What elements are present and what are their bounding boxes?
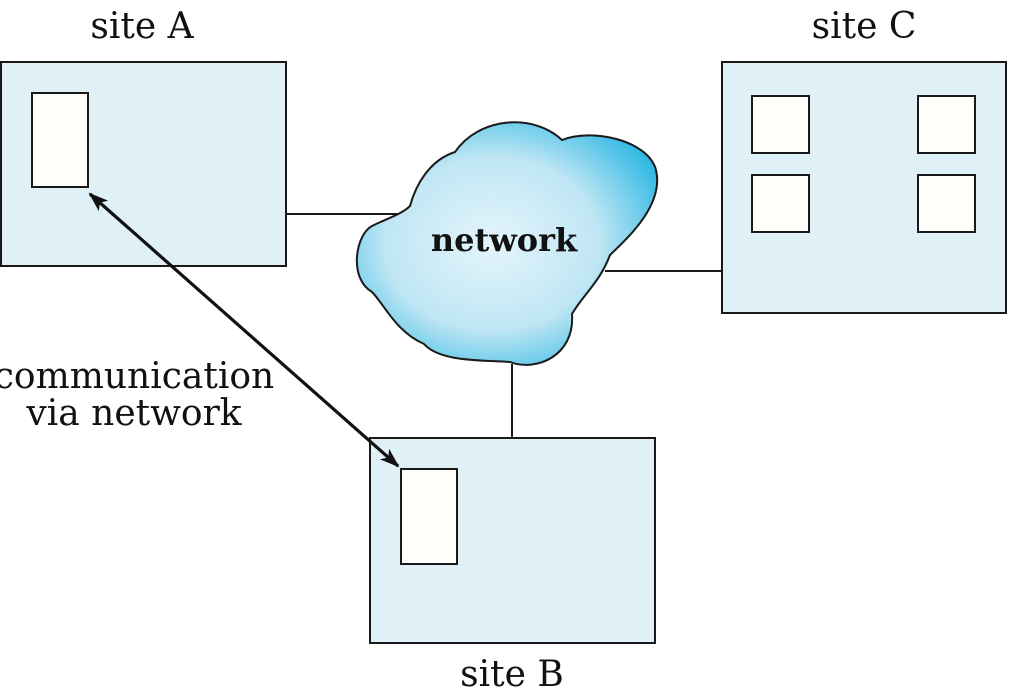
communication-label: communication via network	[0, 356, 274, 434]
site-b: site B	[369, 437, 656, 695]
site-c-label: site C	[812, 6, 917, 47]
site-b-label: site B	[460, 654, 564, 695]
site-c-node	[917, 95, 976, 154]
communication-label-line1: communication	[0, 356, 274, 397]
site-b-node	[400, 468, 458, 565]
site-a: site A	[0, 6, 287, 267]
communication-label-line2: via network	[25, 393, 242, 434]
site-a-label: site A	[90, 6, 194, 47]
site-c-node	[917, 174, 976, 233]
site-c-node	[751, 95, 810, 154]
site-a-node	[31, 92, 89, 188]
network-label: network	[431, 221, 578, 259]
communication-arrow	[88, 192, 400, 468]
network-cloud: network	[356, 121, 659, 366]
site-c-node	[751, 174, 810, 233]
site-c: site C	[721, 6, 1007, 314]
